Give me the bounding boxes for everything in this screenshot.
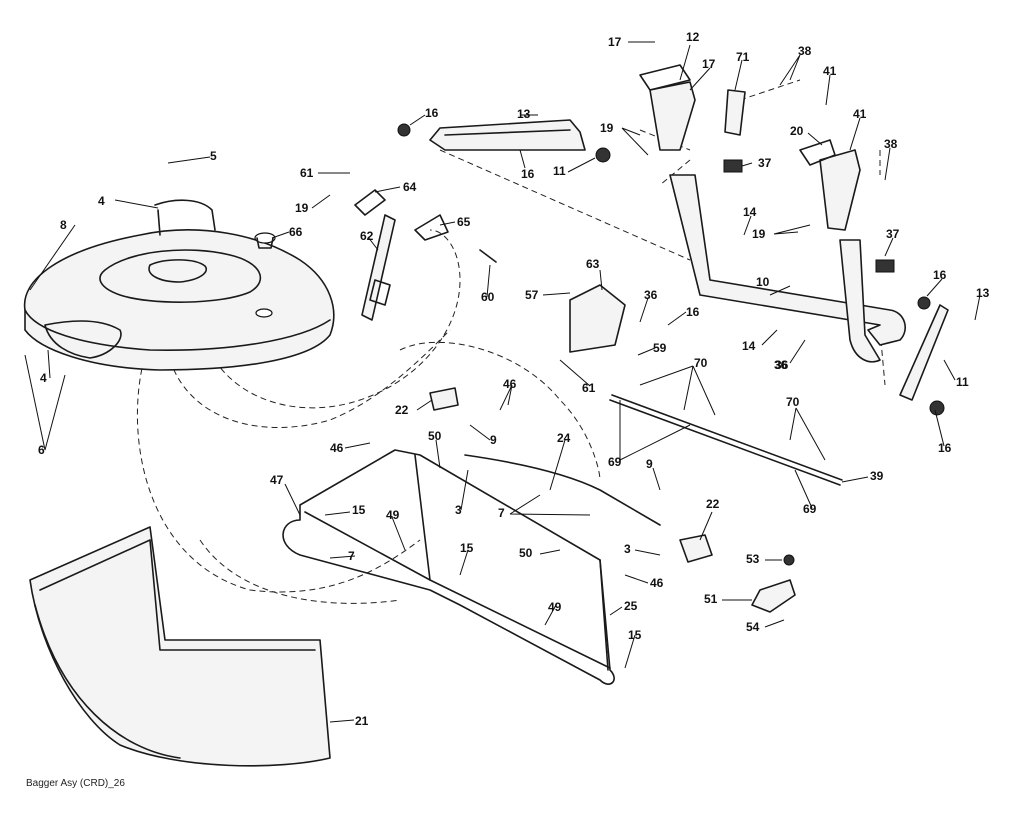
part-callout: 38 — [798, 44, 812, 58]
part-callout: 22 — [395, 403, 409, 417]
bagger-hood — [23, 229, 335, 371]
actuator — [361, 214, 396, 321]
part-callout: 61 — [582, 381, 596, 395]
part-callout: 12 — [686, 30, 700, 44]
part-callout: 19 — [295, 201, 309, 215]
part-callout: 14 — [743, 205, 757, 219]
part-callout: 16 — [686, 305, 700, 319]
grass-bag — [29, 526, 331, 767]
part-callout: 69 — [803, 502, 817, 516]
part-callout: 49 — [548, 600, 562, 614]
part-callout: 3 — [455, 503, 462, 517]
part-callout: 7 — [348, 549, 355, 563]
part-callout: 46 — [330, 441, 344, 455]
part-callout: 47 — [270, 473, 284, 487]
part-callout: 14 — [742, 339, 756, 353]
part-callout: 46 — [503, 377, 517, 391]
part-callout: 59 — [653, 341, 667, 355]
part-callout: 17 — [608, 35, 622, 49]
part-callout: 11 — [956, 375, 969, 389]
part-callout: 9 — [490, 433, 497, 447]
part-callout: 15 — [352, 503, 366, 517]
part-callout: 20 — [790, 124, 804, 138]
phantom-lines — [136, 79, 886, 604]
part-callout: 50 — [428, 429, 442, 443]
linkage-rod — [609, 394, 843, 486]
part-callout: 61 — [300, 166, 314, 180]
part-callout: 70 — [694, 356, 708, 370]
part-callout: 6 — [38, 443, 45, 457]
part-callout: 50 — [519, 546, 533, 560]
main-frame — [669, 174, 906, 363]
hood-handle — [154, 199, 216, 236]
part-callout: 4 — [40, 371, 47, 385]
diagram-caption: Bagger Asy (CRD)_26 — [26, 778, 125, 789]
part-callout: 70 — [786, 395, 800, 409]
part-callout: 15 — [628, 628, 642, 642]
part-callout: 65 — [457, 215, 471, 229]
part-callout: 41 — [823, 64, 837, 78]
part-callout: 39 — [870, 469, 884, 483]
part-callout: 17 — [702, 57, 716, 71]
part-callout: 24 — [557, 431, 571, 445]
side-rail — [899, 296, 949, 416]
part-callout: 36 — [775, 358, 789, 372]
part-callout: 4 — [98, 194, 105, 208]
part-callout: 16 — [425, 106, 439, 120]
part-callout: 46 — [650, 576, 664, 590]
part-callout: 15 — [460, 541, 474, 555]
hood-plug — [254, 232, 276, 249]
part-callout: 7 — [498, 506, 505, 520]
part-callout: 25 — [624, 599, 638, 613]
leader-lines — [24, 41, 981, 723]
part-callout: 8 — [60, 218, 67, 232]
part-callout: 57 — [525, 288, 539, 302]
upper-brackets — [639, 64, 895, 273]
mount-plate — [569, 284, 626, 353]
part-callout: 54 — [746, 620, 760, 634]
upper-rail — [397, 119, 611, 163]
lower-frame — [282, 449, 661, 685]
part-callout: 37 — [758, 156, 772, 170]
part-callout: 37 — [886, 227, 900, 241]
part-callout: 51 — [704, 592, 718, 606]
part-callout: 38 — [884, 137, 898, 151]
part-callout: 53 — [746, 552, 760, 566]
part-callout: 21 — [355, 714, 369, 728]
part-callout: 5 — [210, 149, 217, 163]
part-callout: 16 — [521, 167, 535, 181]
bracket-22 — [429, 387, 713, 563]
part-callout: 13 — [976, 286, 990, 300]
part-callout: 36 — [644, 288, 658, 302]
part-callout: 71 — [736, 50, 750, 64]
part-callout: 69 — [608, 455, 622, 469]
part-callout: 36 — [774, 358, 788, 372]
part-callout: 16 — [938, 441, 952, 455]
part-callout: 60 — [481, 290, 495, 304]
part-callout: 11 — [553, 164, 566, 178]
part-callout: 63 — [586, 257, 600, 271]
part-callout: 16 — [933, 268, 947, 282]
part-callout: 13 — [517, 107, 531, 121]
part-callout: 41 — [853, 107, 867, 121]
part-callout: 19 — [752, 227, 766, 241]
part-callout: 10 — [756, 275, 770, 289]
part-callout: 9 — [646, 457, 653, 471]
part-callout: 19 — [600, 121, 614, 135]
part-callout: 64 — [403, 180, 417, 194]
part-callout: 62 — [360, 229, 374, 243]
latch — [751, 554, 796, 613]
part-callout: 22 — [706, 497, 720, 511]
part-callout: 49 — [386, 508, 400, 522]
part-callout: 66 — [289, 225, 303, 239]
part-callout: 3 — [624, 542, 631, 556]
link-brackets — [354, 189, 497, 263]
